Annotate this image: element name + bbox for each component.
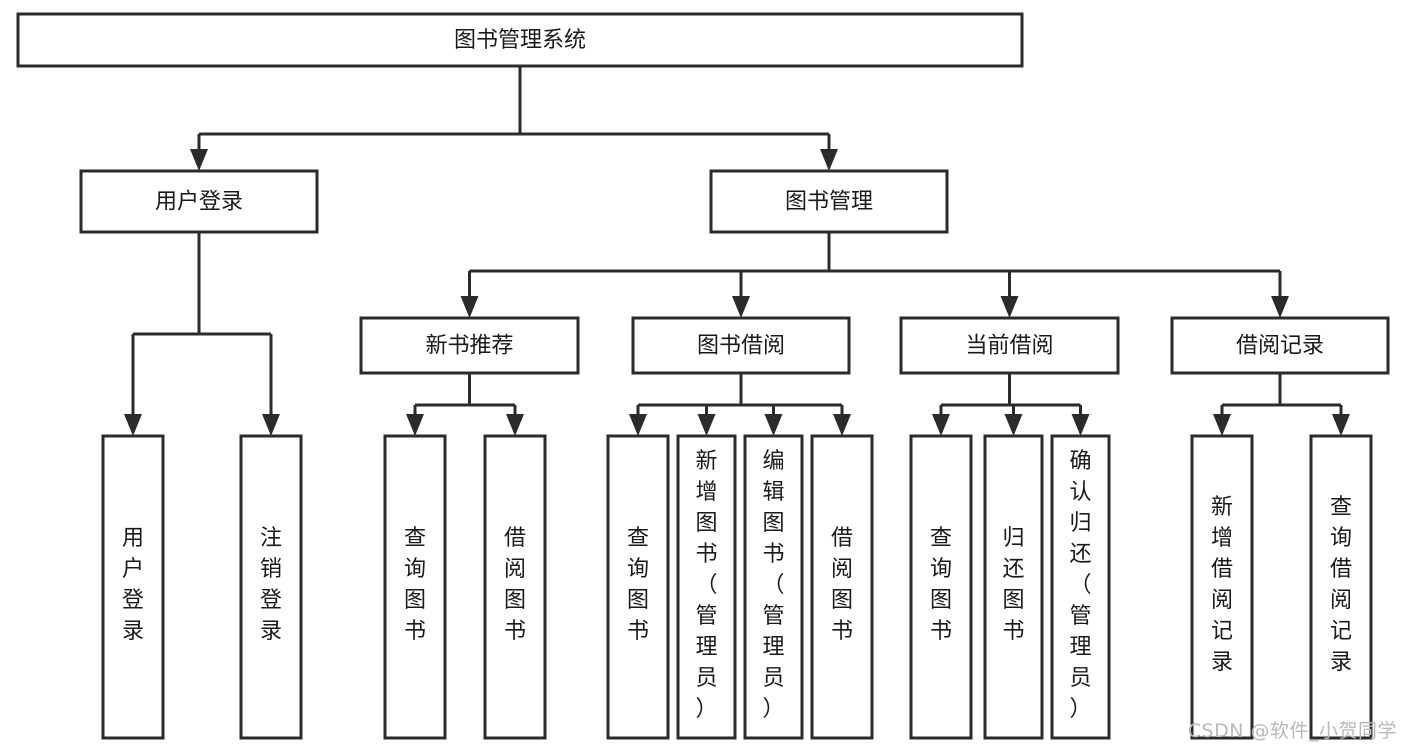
arrow-head-icon	[1271, 296, 1289, 318]
nodes-layer: 图书管理系统用户登录图书管理新书推荐图书借阅当前借阅借阅记录用户登录注销登录查询…	[16, 12, 1390, 740]
node-leaf-add-record-label: 新增借阅记录	[1211, 495, 1233, 675]
arrow-head-icon	[732, 296, 750, 318]
node-book-management-label: 图书管理	[785, 190, 873, 215]
node-leaf-query-book-3[interactable]: 查询图书	[909, 434, 973, 740]
node-leaf-borrow-book-1-rect	[483, 434, 547, 740]
node-leaf-add-book-label: 新增图书（管理员）	[695, 449, 717, 722]
node-leaf-borrow-book-1-label: 借阅图书	[504, 526, 526, 644]
node-leaf-user-logout-label: 注销登录	[260, 526, 282, 644]
arrow-head-icon	[932, 414, 950, 436]
arrow-head-icon	[1213, 414, 1231, 436]
node-leaf-add-record-rect	[1190, 434, 1254, 740]
node-leaf-return-book-rect	[983, 434, 1044, 740]
node-leaf-user-login-rect	[101, 434, 165, 740]
node-leaf-edit-book-rect	[743, 434, 804, 740]
arrow-head-icon	[1004, 414, 1023, 436]
arrow-head-icon	[697, 414, 716, 436]
node-leaf-return-book[interactable]: 归还图书	[983, 434, 1044, 740]
arrow-head-icon	[833, 414, 851, 436]
node-book-management[interactable]: 图书管理	[709, 169, 949, 234]
node-leaf-add-record[interactable]: 新增借阅记录	[1190, 434, 1254, 740]
node-borrow-record-rect	[1170, 316, 1390, 375]
node-leaf-borrow-book-2[interactable]: 借阅图书	[810, 434, 874, 740]
node-leaf-user-login[interactable]: 用户登录	[101, 434, 165, 740]
node-leaf-query-record-rect	[1309, 434, 1373, 740]
node-leaf-confirm-return-rect	[1050, 434, 1111, 740]
node-user-login[interactable]: 用户登录	[79, 169, 319, 234]
node-current-borrow-label: 当前借阅	[965, 334, 1053, 359]
node-leaf-borrow-book-2-label: 借阅图书	[831, 526, 853, 644]
arrow-head-icon	[124, 414, 142, 436]
node-leaf-borrow-book-1[interactable]: 借阅图书	[483, 434, 547, 740]
node-leaf-confirm-return[interactable]: 确认归还（管理员）	[1050, 434, 1111, 740]
node-user-login-label: 用户登录	[155, 190, 243, 215]
node-borrow-record[interactable]: 借阅记录	[1170, 316, 1390, 375]
arrow-head-icon	[629, 414, 647, 436]
node-current-borrow[interactable]: 当前借阅	[899, 316, 1120, 375]
node-leaf-return-book-label: 归还图书	[1002, 526, 1024, 644]
node-book-borrow-rect	[631, 316, 851, 375]
node-root-rect	[16, 12, 1024, 68]
node-book-management-rect	[709, 169, 949, 234]
arrow-head-icon	[764, 414, 783, 436]
node-leaf-user-logout[interactable]: 注销登录	[239, 434, 303, 740]
node-leaf-query-record-label: 查询借阅记录	[1330, 495, 1352, 675]
node-new-book-recommend[interactable]: 新书推荐	[359, 316, 580, 375]
node-leaf-add-book-rect	[676, 434, 737, 740]
node-user-login-rect	[79, 169, 319, 234]
node-book-borrow-label: 图书借阅	[697, 334, 785, 359]
node-new-book-recommend-rect	[359, 316, 580, 375]
node-root[interactable]: 图书管理系统	[16, 12, 1024, 68]
node-leaf-edit-book[interactable]: 编辑图书（管理员）	[743, 434, 804, 740]
csdn-watermark: CSDN @软件_小贺同学	[1187, 720, 1397, 742]
node-leaf-edit-book-label: 编辑图书（管理员）	[762, 449, 784, 722]
arrow-head-icon	[1071, 414, 1090, 436]
node-leaf-query-book-2-rect	[606, 434, 670, 740]
node-leaf-query-record[interactable]: 查询借阅记录	[1309, 434, 1373, 740]
node-leaf-query-book-1-rect	[383, 434, 447, 740]
node-new-book-recommend-label: 新书推荐	[425, 334, 513, 359]
node-book-borrow[interactable]: 图书借阅	[631, 316, 851, 375]
node-leaf-query-book-3-rect	[909, 434, 973, 740]
node-leaf-user-logout-rect	[239, 434, 303, 740]
node-leaf-query-book-2-label: 查询图书	[627, 526, 649, 644]
arrow-head-icon	[820, 149, 838, 171]
node-root-label: 图书管理系统	[454, 28, 586, 53]
arrow-head-icon	[460, 296, 479, 318]
node-leaf-query-book-1-label: 查询图书	[404, 526, 426, 644]
node-current-borrow-rect	[899, 316, 1120, 375]
arrow-head-icon	[1332, 414, 1350, 436]
node-leaf-query-book-2[interactable]: 查询图书	[606, 434, 670, 740]
arrow-head-icon	[506, 414, 524, 436]
connectors-layer	[124, 66, 1350, 436]
node-leaf-query-book-1[interactable]: 查询图书	[383, 434, 447, 740]
node-leaf-confirm-return-label: 确认归还（管理员）	[1069, 449, 1091, 722]
node-borrow-record-label: 借阅记录	[1236, 334, 1324, 359]
arrow-head-icon	[1000, 296, 1019, 318]
node-leaf-query-book-3-label: 查询图书	[930, 526, 952, 644]
node-leaf-add-book[interactable]: 新增图书（管理员）	[676, 434, 737, 740]
arrow-head-icon	[190, 149, 208, 171]
arrow-head-icon	[406, 414, 424, 436]
node-leaf-user-login-label: 用户登录	[122, 526, 144, 644]
node-leaf-borrow-book-2-rect	[810, 434, 874, 740]
arrow-head-icon	[262, 414, 280, 436]
